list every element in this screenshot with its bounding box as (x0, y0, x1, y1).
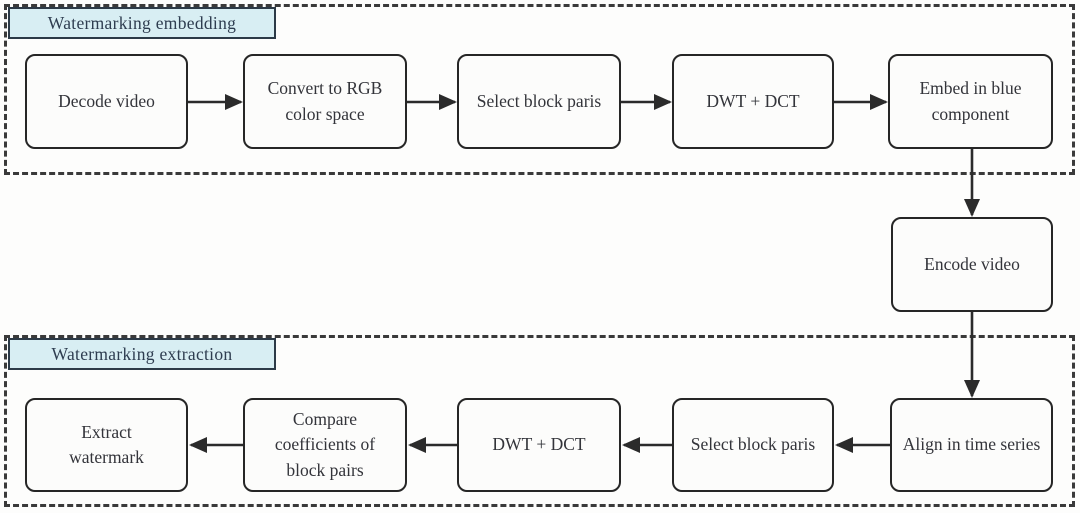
embedding-section-frame (4, 4, 1075, 175)
node-dwt-dct-bottom: DWT + DCT (457, 398, 621, 492)
extraction-section-label: Watermarking extraction (8, 338, 276, 370)
node-align-time-series: Align in time series (890, 398, 1053, 492)
extraction-section-frame (4, 335, 1075, 507)
node-dwt-dct-top: DWT + DCT (672, 54, 834, 149)
node-embed-blue: Embed in blue component (888, 54, 1053, 149)
node-select-blocks-bottom: Select block paris (672, 398, 834, 492)
node-decode-video: Decode video (25, 54, 188, 149)
node-extract-watermark: Extract watermark (25, 398, 188, 492)
node-select-blocks-top: Select block paris (457, 54, 621, 149)
node-encode-video: Encode video (891, 217, 1053, 312)
embedding-section-label: Watermarking embedding (8, 7, 276, 39)
node-compare-coefficients: Compare coefficients of block pairs (243, 398, 407, 492)
node-convert-rgb: Convert to RGB color space (243, 54, 407, 149)
